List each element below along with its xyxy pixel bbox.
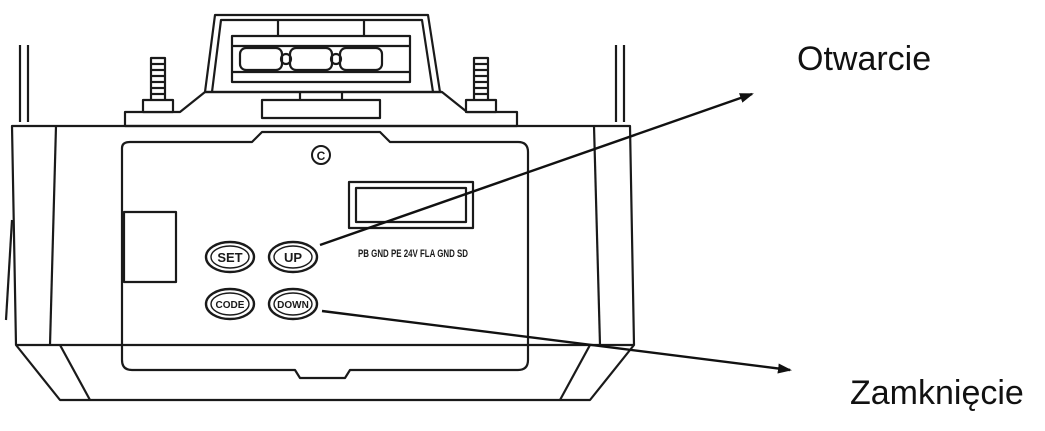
down-button[interactable]: DOWN <box>267 287 319 321</box>
left-bolt <box>141 56 175 114</box>
rail-bracket <box>203 13 442 120</box>
housing <box>4 124 636 402</box>
close-label: Zamknięcie <box>850 374 1024 412</box>
down-callout-arrow <box>321 309 792 374</box>
code-button[interactable]: CODE <box>204 287 256 321</box>
code-button-label: CODE <box>216 300 245 311</box>
up-button[interactable]: UP <box>267 240 319 274</box>
control-panel <box>120 130 530 380</box>
left-rail <box>18 45 30 122</box>
up-callout-arrow <box>319 92 754 247</box>
open-label: Otwarcie <box>797 40 932 78</box>
up-button-label: UP <box>284 250 302 265</box>
mounting-plate <box>123 90 519 128</box>
right-bolt <box>464 56 498 114</box>
emblem-icon: C <box>311 145 331 165</box>
display-window <box>347 180 475 230</box>
set-button[interactable]: SET <box>204 240 256 274</box>
terminal-labels: PB GND PE 24V FLA GND SD <box>358 248 468 260</box>
side-window <box>122 210 178 284</box>
set-button-label: SET <box>217 250 242 265</box>
emblem-letter: C <box>317 149 326 163</box>
down-button-label: DOWN <box>277 300 309 311</box>
right-rail <box>614 45 626 122</box>
